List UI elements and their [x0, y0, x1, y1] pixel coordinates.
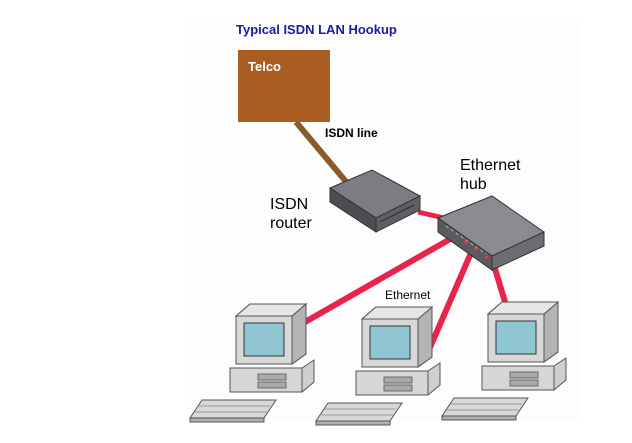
router-label-line1: ISDN — [270, 196, 309, 213]
ethernet-cable-middle — [425, 244, 477, 354]
hub-label-line1: Ethernet — [460, 157, 521, 174]
router-label-line2: router — [270, 215, 312, 232]
telco-box: Telco — [238, 50, 330, 122]
hub-label-line2: hub — [460, 176, 487, 193]
diagram-title: Typical ISDN LAN Hookup — [236, 22, 397, 37]
telco-label: Telco — [248, 59, 281, 74]
isdn-line-connector — [293, 120, 351, 186]
ethernet-hub-label: Ethernet hub — [460, 156, 520, 194]
ethernet-label: Ethernet — [385, 288, 431, 302]
computer-right-icon — [441, 301, 567, 421]
computer-left-icon — [189, 303, 315, 423]
ethernet-hub-device — [436, 195, 546, 271]
ethernet-cable-left — [296, 235, 454, 329]
isdn-router-device — [328, 169, 422, 233]
computer-middle-icon — [315, 306, 441, 426]
isdn-router-label: ISDN router — [270, 195, 312, 233]
isdn-line-label: ISDN line — [325, 126, 378, 140]
